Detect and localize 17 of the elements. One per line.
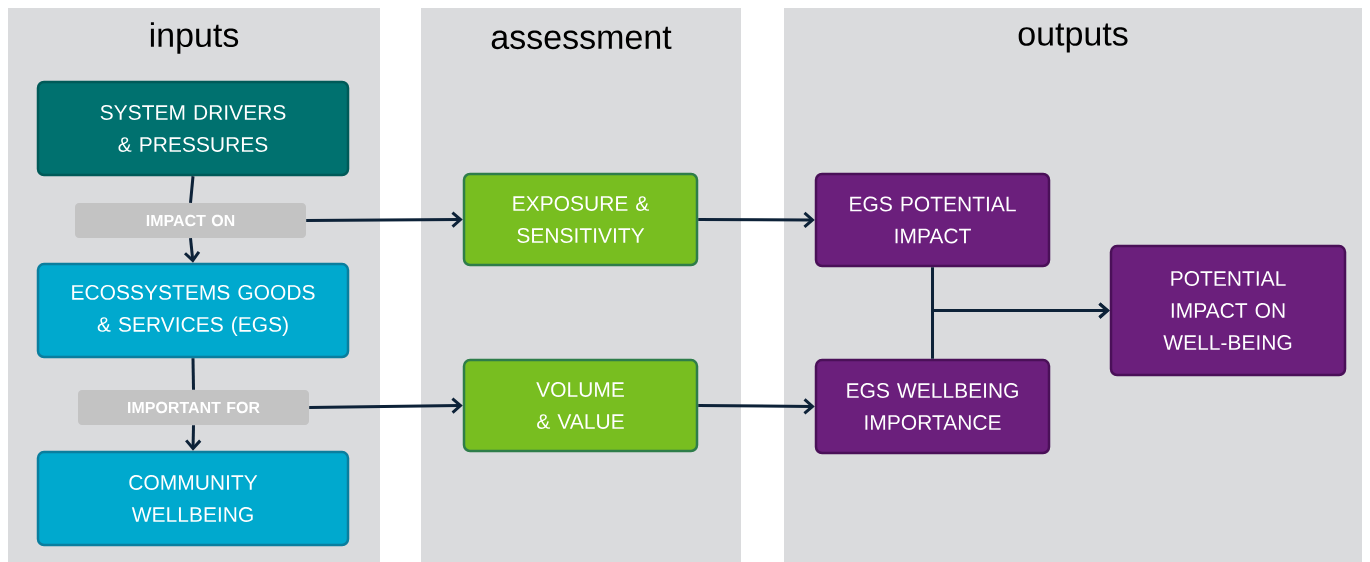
arrow (931, 302, 1110, 359)
arrow (698, 211, 815, 229)
arrow (309, 397, 463, 414)
process-box: SYSTEM DRIVERS & PRESSURES (36, 80, 350, 177)
process-box: VOLUME & VALUE (462, 358, 699, 453)
arrow (698, 398, 815, 415)
arrow (306, 211, 463, 228)
arrow (185, 425, 202, 451)
process-box: ECOSSYSTEMS GOODS & SERVICES (EGS) (36, 262, 350, 359)
arrow (183, 238, 201, 263)
process-box: EXPOSURE & SENSITIVITY (462, 172, 699, 267)
process-box: EGS WELLBEING IMPORTANCE (814, 358, 1051, 455)
process-box: COMMUNITY WELLBEING (36, 450, 350, 547)
connector-tag: IMPACT ON (75, 203, 306, 238)
process-box: EGS POTENTIAL IMPACT (814, 172, 1051, 268)
connector-tag: IMPORTANT FOR (78, 390, 309, 425)
process-box: POTENTIAL IMPACT ON WELL-BEING (1109, 244, 1347, 377)
